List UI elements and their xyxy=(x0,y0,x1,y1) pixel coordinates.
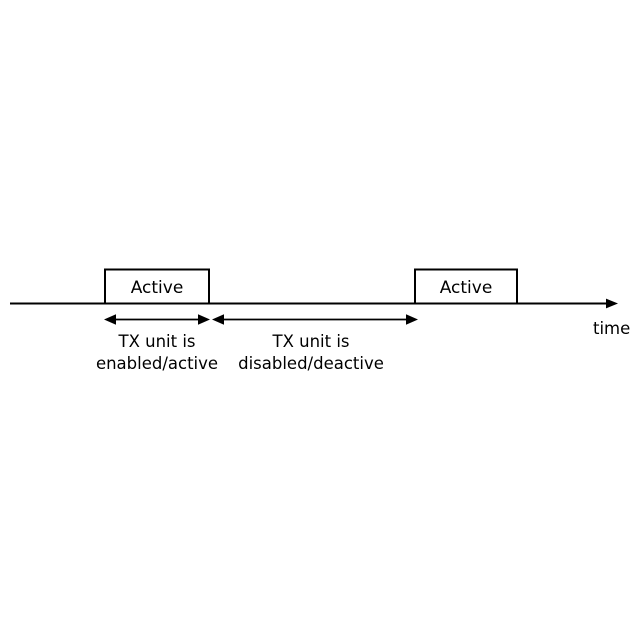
enabled-interval-arrowhead-right-icon xyxy=(198,314,210,325)
disabled-interval-arrow xyxy=(212,314,418,325)
disabled-interval-label-line1: TX unit is xyxy=(271,332,349,351)
disabled-interval-arrowhead-left-icon xyxy=(212,314,224,325)
enabled-interval-label-line2: enabled/active xyxy=(96,354,218,373)
time-axis-label: time xyxy=(593,319,630,338)
time-axis-arrowhead-icon xyxy=(606,298,618,309)
active-pulse-1 xyxy=(103,268,211,305)
enabled-interval-arrowhead-left-icon xyxy=(104,314,116,325)
active-pulse-1-label: Active xyxy=(131,278,184,298)
disabled-interval-label-line2: disabled/deactive xyxy=(238,354,384,373)
enabled-interval-label-line1: TX unit is xyxy=(117,332,195,351)
active-pulse-2 xyxy=(413,268,519,305)
enabled-interval-arrow xyxy=(104,314,210,325)
disabled-interval-arrowhead-right-icon xyxy=(406,314,418,325)
active-pulse-2-label: Active xyxy=(440,278,493,298)
